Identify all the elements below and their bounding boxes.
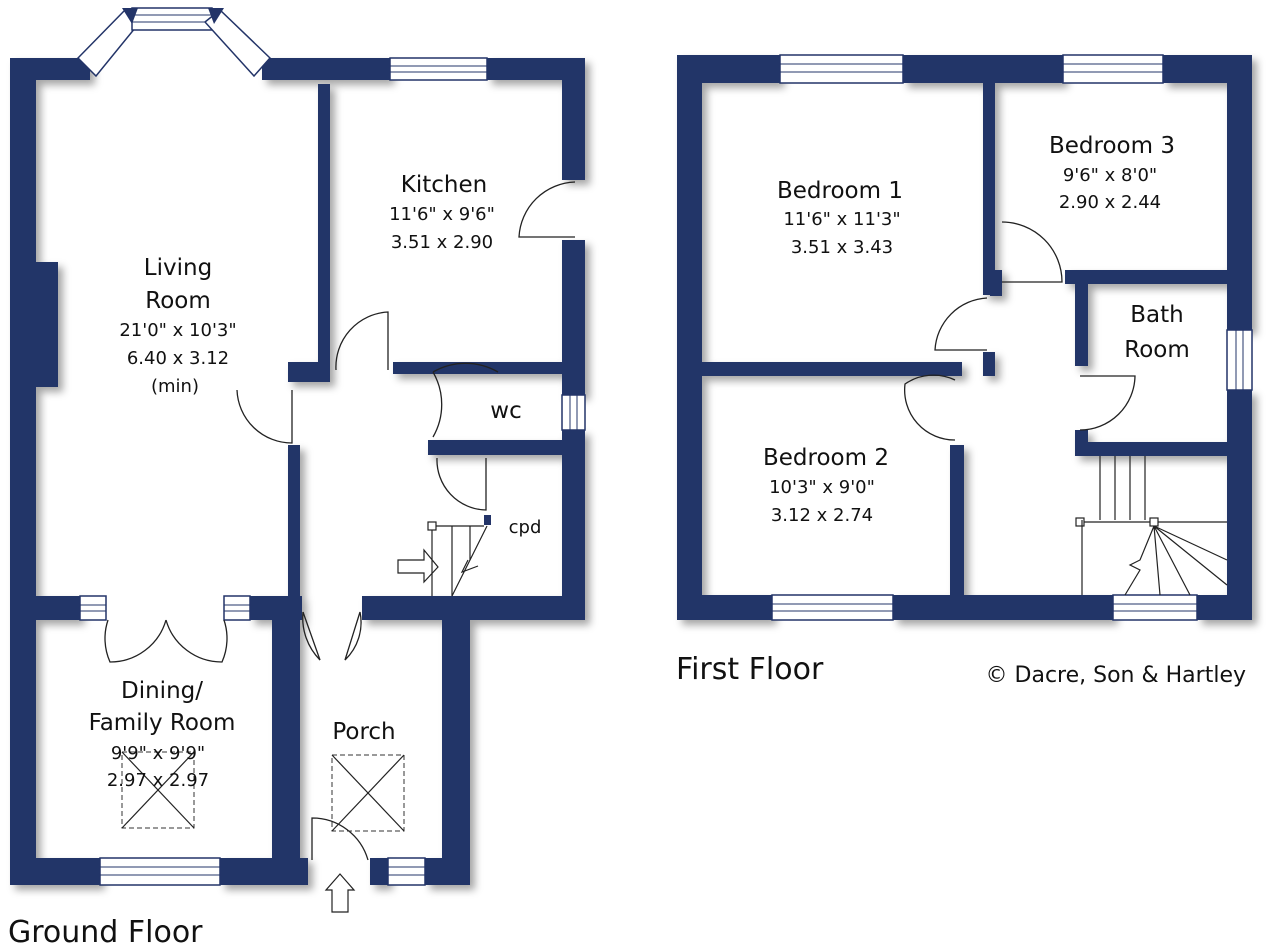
doors: [903, 221, 1136, 441]
entrance-arrow-icon: [324, 873, 356, 913]
room-dimensions-imperial: 9'9" x 9'9": [111, 743, 205, 764]
room-name: Bedroom 3: [1049, 133, 1175, 159]
room-cpd: cpd: [509, 517, 542, 538]
windows: [79, 57, 586, 886]
room-bedroom-2: Bedroom 2 10'3" x 9'0" 3.12 x 2.74: [763, 445, 889, 526]
room-porch: Porch: [332, 719, 395, 745]
room-dimensions-imperial: 9'6" x 8'0": [1063, 165, 1157, 186]
room-dimensions-imperial: 10'3" x 9'0": [769, 477, 875, 498]
copyright-notice: © Dacre, Son & Hartley: [986, 663, 1246, 688]
first-floor-walls: [677, 55, 1252, 620]
room-name: Bedroom 1: [777, 178, 903, 204]
doors: [104, 181, 576, 861]
windows: [771, 54, 1253, 621]
room-dimensions-imperial: 21'0" x 10'3": [119, 320, 236, 341]
room-living-room: Living Room 21'0" x 10'3" 6.40 x 3.12 (m…: [119, 255, 236, 397]
ground-floor-plan: Living Room 21'0" x 10'3" 6.40 x 3.12 (m…: [8, 7, 586, 945]
room-name: Kitchen: [401, 172, 487, 198]
skylights: [121, 751, 405, 832]
room-note: (min): [151, 376, 199, 397]
first-floor-plan: Bedroom 1 11'6" x 11'3" 3.51 x 3.43 Bedr…: [676, 54, 1253, 687]
room-wc: wc: [490, 398, 521, 424]
room-dimensions-metric: 3.12 x 2.74: [771, 505, 873, 526]
room-name: Bath: [1130, 302, 1183, 328]
room-dimensions-metric: 2.90 x 2.44: [1059, 192, 1161, 213]
room-name: Bedroom 2: [763, 445, 889, 471]
room-dimensions-imperial: 11'6" x 11'3": [783, 209, 900, 230]
entry-arrow-icon: [397, 548, 439, 584]
room-dining-family-room: Dining/ Family Room 9'9" x 9'9" 2.97 x 2…: [89, 678, 236, 791]
staircase: [1075, 456, 1228, 596]
staircase: [397, 515, 491, 597]
ground-floor-walls: [10, 58, 585, 885]
room-kitchen: Kitchen 11'6" x 9'6" 3.51 x 2.90: [389, 172, 495, 253]
room-name: Living: [144, 255, 212, 281]
room-dimensions-metric: 6.40 x 3.12: [127, 348, 229, 369]
room-bedroom-1: Bedroom 1 11'6" x 11'3" 3.51 x 3.43: [777, 178, 903, 258]
room-name: Dining/: [121, 678, 203, 704]
room-dimensions-metric: 3.51 x 2.90: [391, 232, 493, 253]
ground-floor-title: Ground Floor: [8, 915, 203, 945]
room-dimensions-imperial: 11'6" x 9'6": [389, 204, 495, 225]
room-bathroom: Bath Room: [1124, 302, 1190, 363]
room-bedroom-3: Bedroom 3 9'6" x 8'0" 2.90 x 2.44: [1049, 133, 1175, 213]
room-name: Room: [145, 288, 211, 314]
room-dimensions-metric: 3.51 x 3.43: [791, 237, 893, 258]
room-dimensions-metric: 2.97 x 2.97: [107, 770, 209, 791]
first-floor-title: First Floor: [676, 652, 824, 687]
room-name: Room: [1124, 337, 1190, 363]
room-name: Family Room: [89, 710, 236, 736]
bay-window: [76, 7, 272, 78]
